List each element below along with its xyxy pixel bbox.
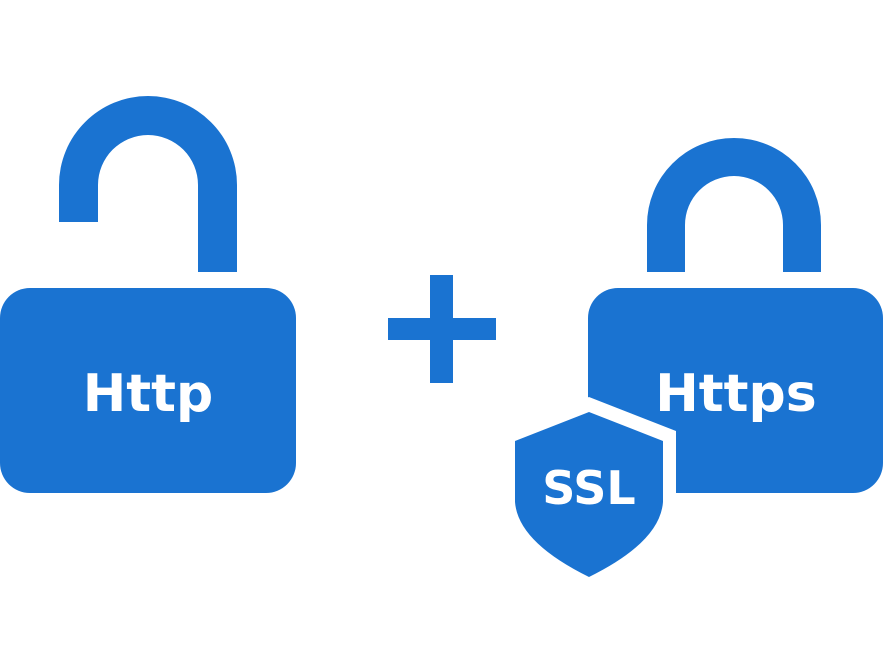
ssl-shield-badge: SSL (500, 397, 676, 588)
http-lock: Http (0, 96, 296, 493)
locked-padlock-shackle (647, 138, 821, 272)
unlocked-padlock-shackle (59, 96, 237, 272)
ssl-label: SSL (542, 461, 636, 515)
shield-icon (515, 412, 663, 577)
https-label: Https (655, 364, 816, 424)
http-label: Http (83, 364, 213, 424)
plus-icon (388, 275, 496, 383)
unlocked-padlock-body (0, 288, 296, 493)
plus-vertical-bar (430, 275, 453, 383)
